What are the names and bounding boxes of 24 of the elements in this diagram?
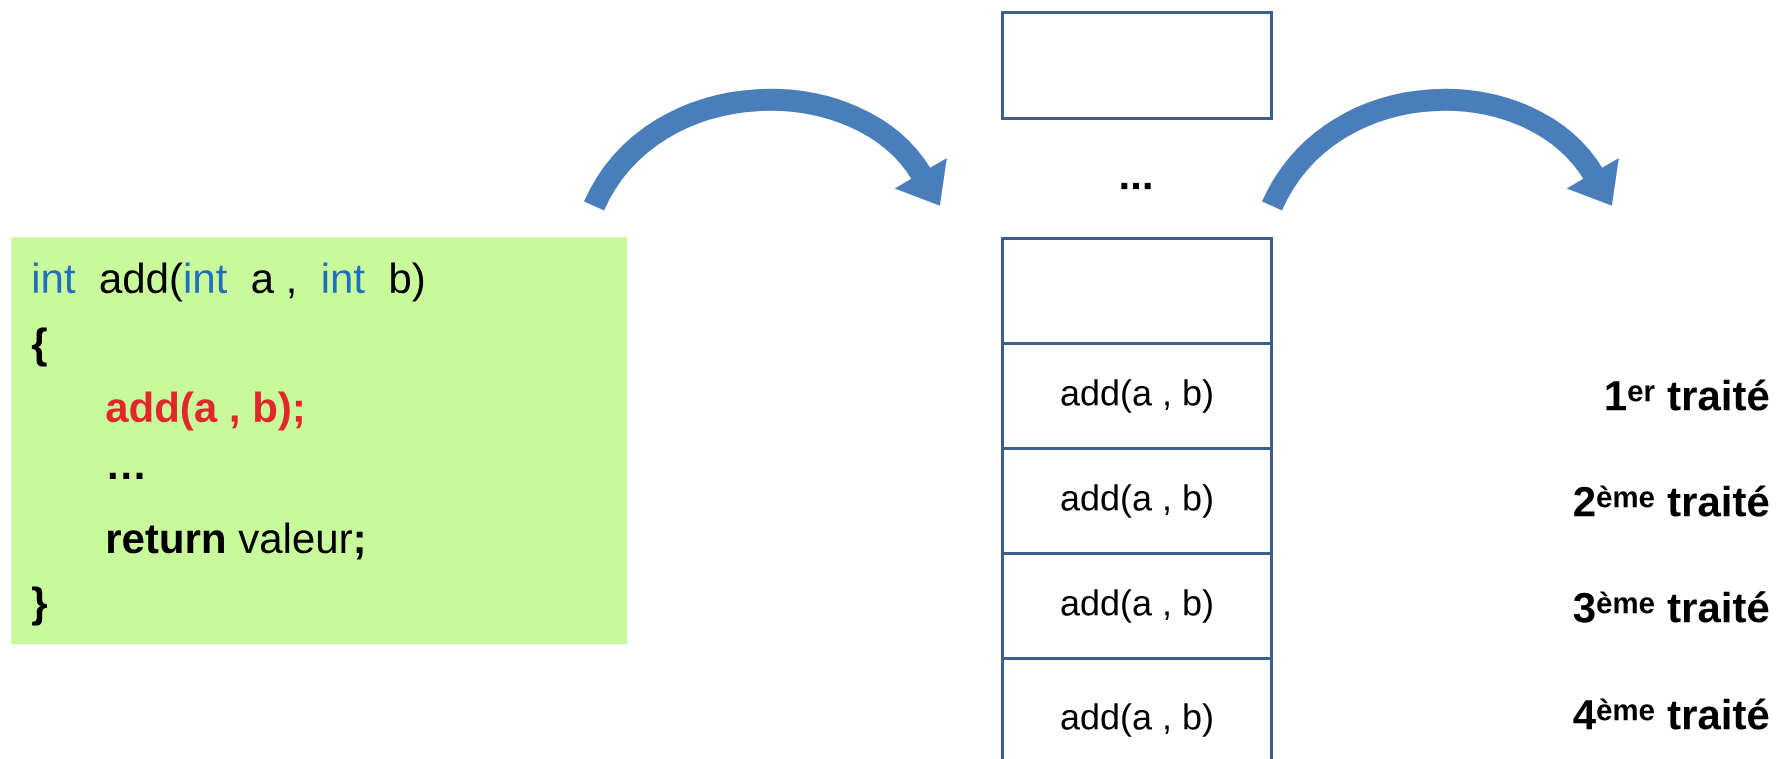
code-box (11, 237, 628, 645)
node-label: int (185, 262, 227, 294)
stack-box: add(a , b) (1001, 342, 1273, 450)
stack-box: add(a , b) (1001, 657, 1273, 759)
order-label: 1$^{er}$ traité (1606, 379, 1769, 411)
code-line: return valeur; (108, 522, 363, 560)
order-label: 2$^{ème}$ traité (1574, 485, 1769, 517)
code-line: add(a , b); (106, 391, 302, 431)
stack-box: add(a , b) (1001, 552, 1273, 660)
code-line: { (31, 327, 47, 367)
node-label: b) (391, 262, 424, 302)
code-line: } (32, 586, 47, 626)
ellipsis-text: ... (1121, 182, 1151, 190)
node-label: int (34, 262, 76, 294)
code-line: int add(int a , int b) (34, 262, 424, 302)
node-label: add( (100, 262, 183, 302)
node-label: a , (252, 270, 294, 299)
order-label: 4$^{ème}$ traité (1573, 698, 1769, 730)
node-label: int (323, 262, 365, 294)
stack-box: add(a , b) (1001, 447, 1273, 555)
code-line: … (109, 472, 143, 480)
order-label: 3$^{ème}$ traité (1573, 591, 1769, 623)
stack-box (1001, 11, 1273, 120)
stack-box (1001, 237, 1273, 345)
